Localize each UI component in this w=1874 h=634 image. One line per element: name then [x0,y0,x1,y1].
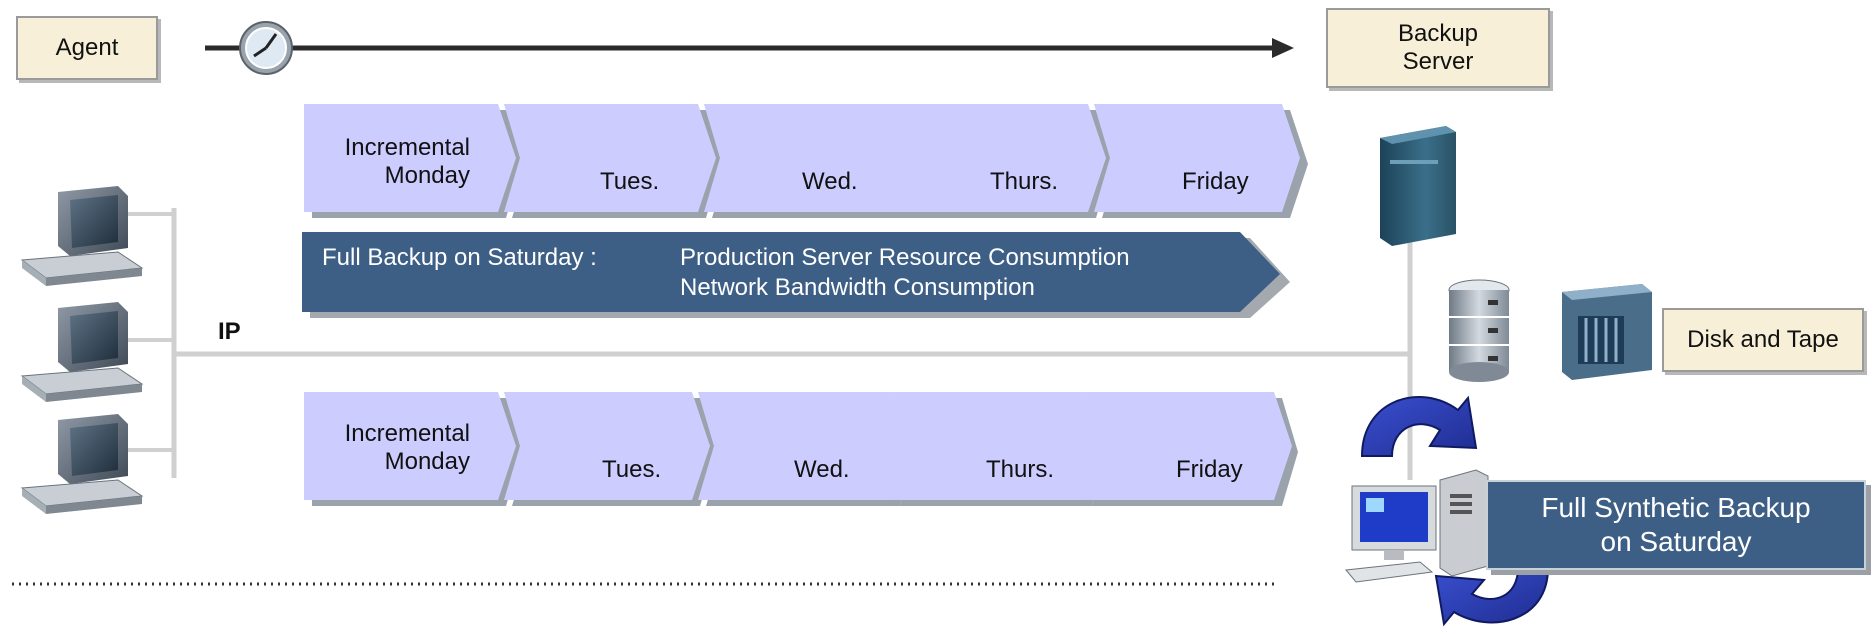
top-monday-label: Incremental Monday [314,134,470,190]
bottom-monday-label: Incremental Monday [314,420,470,476]
bottom-monday-line2: Monday [384,448,470,475]
timeline-arrow [205,38,1294,58]
top-day-label: Tues. [600,168,660,195]
bottom-day-label: Wed. [794,456,850,483]
full-backup-line2: Network Bandwidth Consumption [680,274,1035,301]
client-computer-icon [20,186,144,286]
synthetic-backup-box: Full Synthetic Backup on Saturday [1486,480,1866,570]
backup-server-label-2: Server [1402,48,1474,75]
backup-server-label-1: Backup [1397,20,1479,47]
bottom-day-label: Thurs. [986,456,1055,483]
top-day-label: Friday [1182,168,1249,195]
full-backup-line1: Production Server Resource Consumption [680,244,1130,271]
client-computer-icon [20,414,144,514]
top-monday-line1: Incremental [344,134,470,161]
rotate-arrow-top-icon [1360,395,1478,457]
full-backup-title: Full Backup on Saturday : [322,244,597,271]
tape-library-icon [1562,284,1652,380]
disk-tape-box: Disk and Tape [1662,308,1864,372]
full-backup-banner [302,232,1290,318]
bottom-row-chevrons [304,392,1298,506]
bottom-monday-line1: Incremental [344,420,470,447]
synthetic-line1: Full Synthetic Backup [1541,492,1811,523]
disk-tape-label: Disk and Tape [1687,326,1839,353]
agent-label: Agent [55,34,119,61]
bottom-day-label: Friday [1176,456,1243,483]
top-monday-line2: Monday [384,162,470,189]
ip-label: IP [218,318,241,345]
top-day-label: Wed. [802,168,858,195]
top-day-label: Thurs. [990,168,1059,195]
rotate-arrow-bottom-icon [1434,567,1550,627]
bottom-day-label: Tues. [602,456,662,483]
clock-icon [239,21,293,75]
top-row-chevrons [304,104,1308,218]
client-computer-icon [20,302,144,402]
disk-stack-icon [1448,279,1510,382]
desktop-computer-icon [1345,469,1489,583]
network-lines [120,208,1413,480]
agent-box: Agent [16,16,158,80]
server-tower-icon [1380,126,1456,246]
backup-server-box: Backup Server [1326,8,1550,88]
synthetic-line2: on Saturday [1600,526,1752,557]
